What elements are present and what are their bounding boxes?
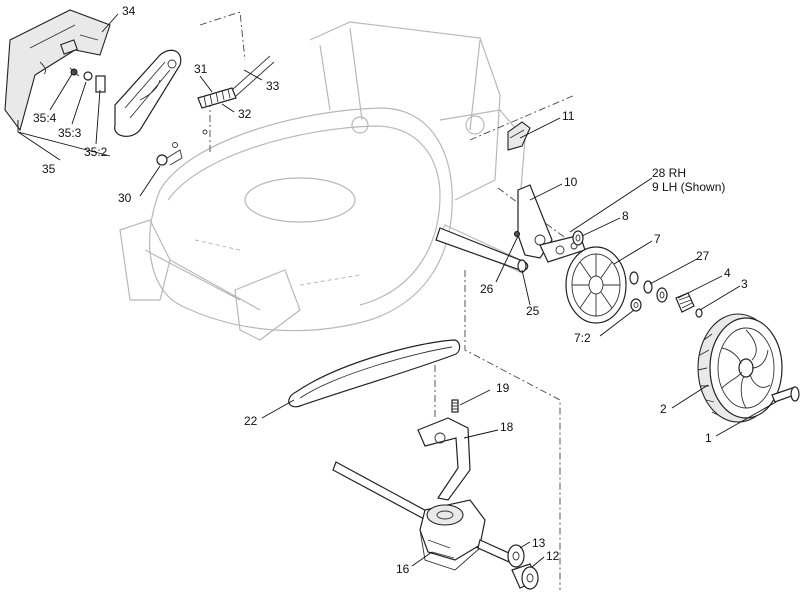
callout-28: 28 RH (652, 166, 686, 180)
callout-labels: 34 31 33 32 35:4 35:3 35:2 35 30 11 28 R… (33, 4, 748, 576)
callout-34: 34 (122, 4, 136, 18)
wheel-gear-7 (565, 246, 627, 324)
callout-35: 35 (42, 162, 56, 176)
shield-35 (69, 49, 182, 137)
callout-10: 10 (564, 175, 578, 189)
callout-2: 2 (660, 402, 667, 416)
cover-11 (507, 121, 531, 151)
wheel-2 (697, 313, 783, 423)
callout-18: 18 (500, 420, 514, 434)
callout-4: 4 (724, 266, 731, 280)
callout-26: 26 (480, 282, 494, 296)
callout-27: 27 (696, 249, 710, 263)
bracket-30 (156, 142, 183, 166)
callout-16: 16 (396, 562, 410, 576)
bracket-18 (417, 417, 471, 501)
callout-35-3: 35:3 (58, 126, 82, 140)
callout-7-2: 7:2 (574, 331, 591, 345)
callout-35-4: 35:4 (33, 111, 57, 125)
drive-belt-22 (288, 339, 461, 408)
pinion-12 (511, 563, 539, 590)
screw-19 (451, 399, 459, 413)
callout-32: 32 (238, 107, 252, 121)
callout-22: 22 (244, 414, 258, 428)
wheel-bolt-1 (771, 386, 800, 403)
axle-tube-25 (435, 227, 529, 273)
assembly-lines (199, 11, 576, 590)
transmission-16 (332, 461, 521, 571)
axle-hardware (629, 271, 703, 318)
callout-8: 8 (622, 209, 629, 223)
callout-13: 13 (532, 536, 546, 550)
pinion-13 (507, 544, 525, 568)
leader-lines (17, 13, 777, 568)
callout-11: 11 (562, 109, 575, 123)
callout-31: 31 (194, 62, 208, 76)
height-bracket-10 (517, 184, 586, 263)
callout-30: 30 (118, 191, 132, 205)
spring-rod-31-33 (197, 55, 275, 135)
callout-35-2: 35:2 (84, 145, 108, 159)
callout-25: 25 (526, 304, 540, 318)
callout-33: 33 (266, 79, 280, 93)
mower-deck (119, 21, 526, 341)
callout-3: 3 (741, 277, 748, 291)
washer-8 (572, 230, 584, 246)
callout-19: 19 (496, 381, 510, 395)
callout-1: 1 (705, 431, 712, 445)
callout-12: 12 (546, 549, 560, 563)
rear-cover-34 (4, 9, 111, 132)
callout-9: 9 LH (Shown) (652, 180, 725, 194)
callout-7: 7 (654, 232, 661, 246)
